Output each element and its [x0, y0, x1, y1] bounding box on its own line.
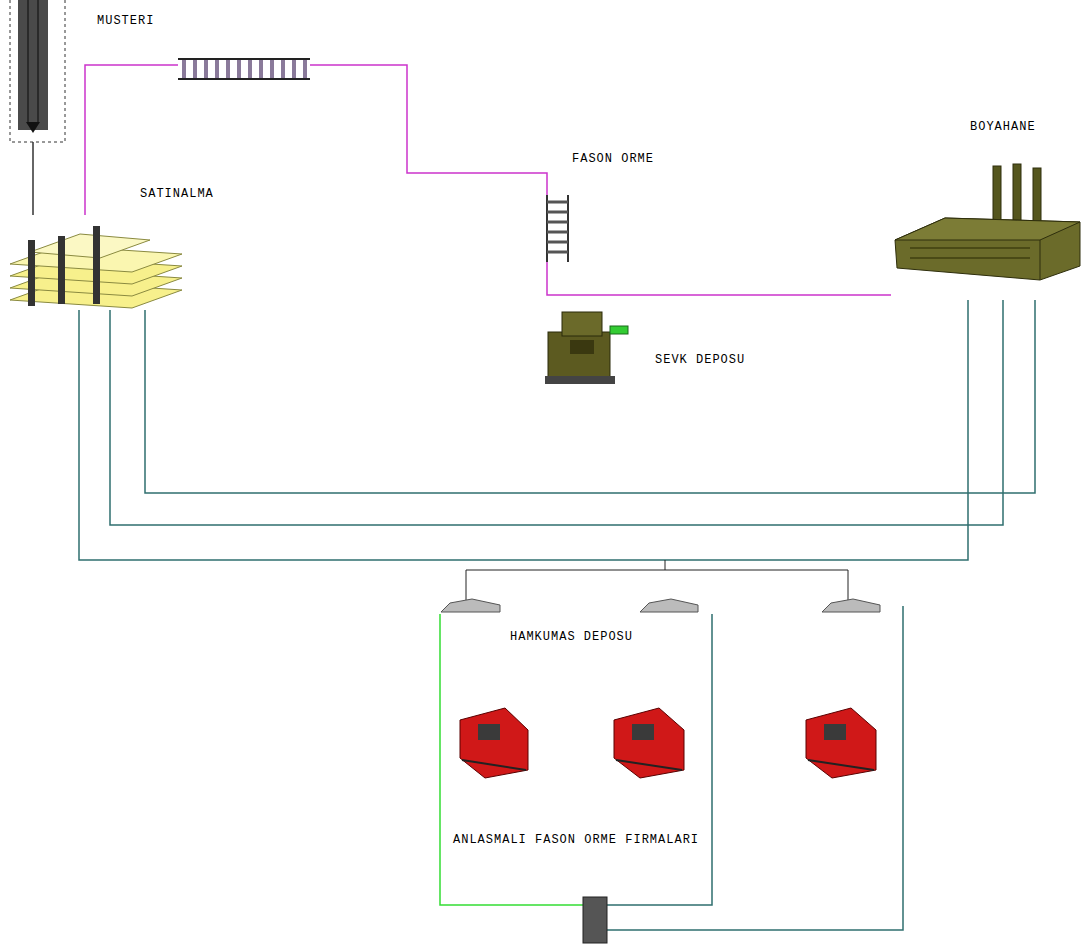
factory-window-row	[910, 248, 1030, 258]
shed-icon	[441, 599, 880, 612]
shed-shape	[640, 599, 698, 612]
bracket-line	[466, 560, 848, 600]
supply-line	[607, 614, 712, 905]
building-pillar	[58, 236, 65, 304]
knitting-machine	[460, 708, 528, 778]
customer-arrow	[26, 122, 40, 133]
node-label: HAMKUMAS DEPOSU	[510, 630, 633, 644]
machine-window	[570, 340, 594, 354]
supply-line	[607, 606, 903, 930]
customer-column-line	[27, 0, 29, 122]
customer-column-line	[37, 0, 39, 122]
rail-tie	[184, 60, 305, 78]
node-label: FASON ORME	[572, 152, 654, 166]
node-label: ANLASMALI FASON ORME FIRMALARI	[453, 833, 699, 847]
factory-icon	[895, 164, 1080, 280]
rail-bar	[178, 78, 310, 80]
factory-chimney	[1033, 168, 1041, 224]
machine-base	[545, 376, 615, 384]
terminal-box	[583, 897, 607, 943]
connector-line	[85, 65, 547, 215]
node-label: SATINALMA	[140, 187, 214, 201]
customer-column	[18, 0, 48, 130]
supply-line	[440, 614, 583, 905]
knitting-machine-part	[616, 760, 682, 770]
node-label: MUSTERI	[97, 14, 154, 28]
knitting-machine-part	[632, 724, 654, 740]
ladder-rail	[547, 195, 568, 262]
knitting-machine-part	[462, 760, 526, 770]
fabric-store-node: HAMKUMAS DEPOSU	[438, 594, 884, 614]
connector-line	[32, 142, 34, 215]
knitting-machine-body	[460, 708, 528, 778]
factory-edge	[1040, 240, 1041, 280]
knitting-machine-part	[808, 760, 874, 770]
machine-top	[562, 312, 602, 336]
rail-symbol	[178, 59, 310, 79]
shed-shape	[441, 599, 500, 612]
rail-ground	[178, 59, 310, 79]
factory-chimney	[993, 166, 1001, 222]
customer-frame	[10, 0, 65, 142]
contractor-node: ANLASMALI FASON ORME FIRMALARI	[455, 705, 880, 783]
factory-roof	[895, 218, 1080, 240]
connector-line	[79, 300, 968, 560]
shed-shape	[822, 599, 880, 612]
customer-node: MUSTERI	[15, 0, 51, 142]
building-slab	[30, 234, 150, 258]
knitting-machine-body	[806, 708, 876, 778]
knitting-node: FASON ORME	[543, 195, 573, 262]
purchasing-node: SATINALMA	[8, 215, 186, 310]
node-label: BOYAHANE	[970, 120, 1036, 134]
building-pillar	[93, 226, 100, 304]
rail-bar	[178, 58, 310, 60]
connector-line	[145, 300, 1035, 493]
knitting-machine-part	[824, 724, 846, 740]
ladder-symbol	[547, 195, 568, 262]
machine-icon	[545, 312, 628, 384]
knitting-machine-body	[614, 708, 684, 778]
knitting-machine	[614, 708, 684, 778]
knitting-machine-part	[478, 724, 500, 740]
knitting-machine	[806, 708, 876, 778]
machine-panel	[610, 326, 628, 334]
store-node: SEVK DEPOSU	[545, 305, 630, 385]
ladder-rung	[547, 202, 568, 252]
connector-line	[110, 300, 1003, 525]
factory-body	[895, 218, 1080, 280]
node-label: SEVK DEPOSU	[655, 353, 745, 367]
building-icon	[10, 226, 182, 308]
building-pillar	[28, 240, 35, 306]
connector-line	[547, 262, 891, 295]
dyehouse-node: BOYAHANE	[891, 155, 1081, 300]
machine-body	[548, 332, 610, 378]
factory-chimney	[1013, 164, 1021, 222]
